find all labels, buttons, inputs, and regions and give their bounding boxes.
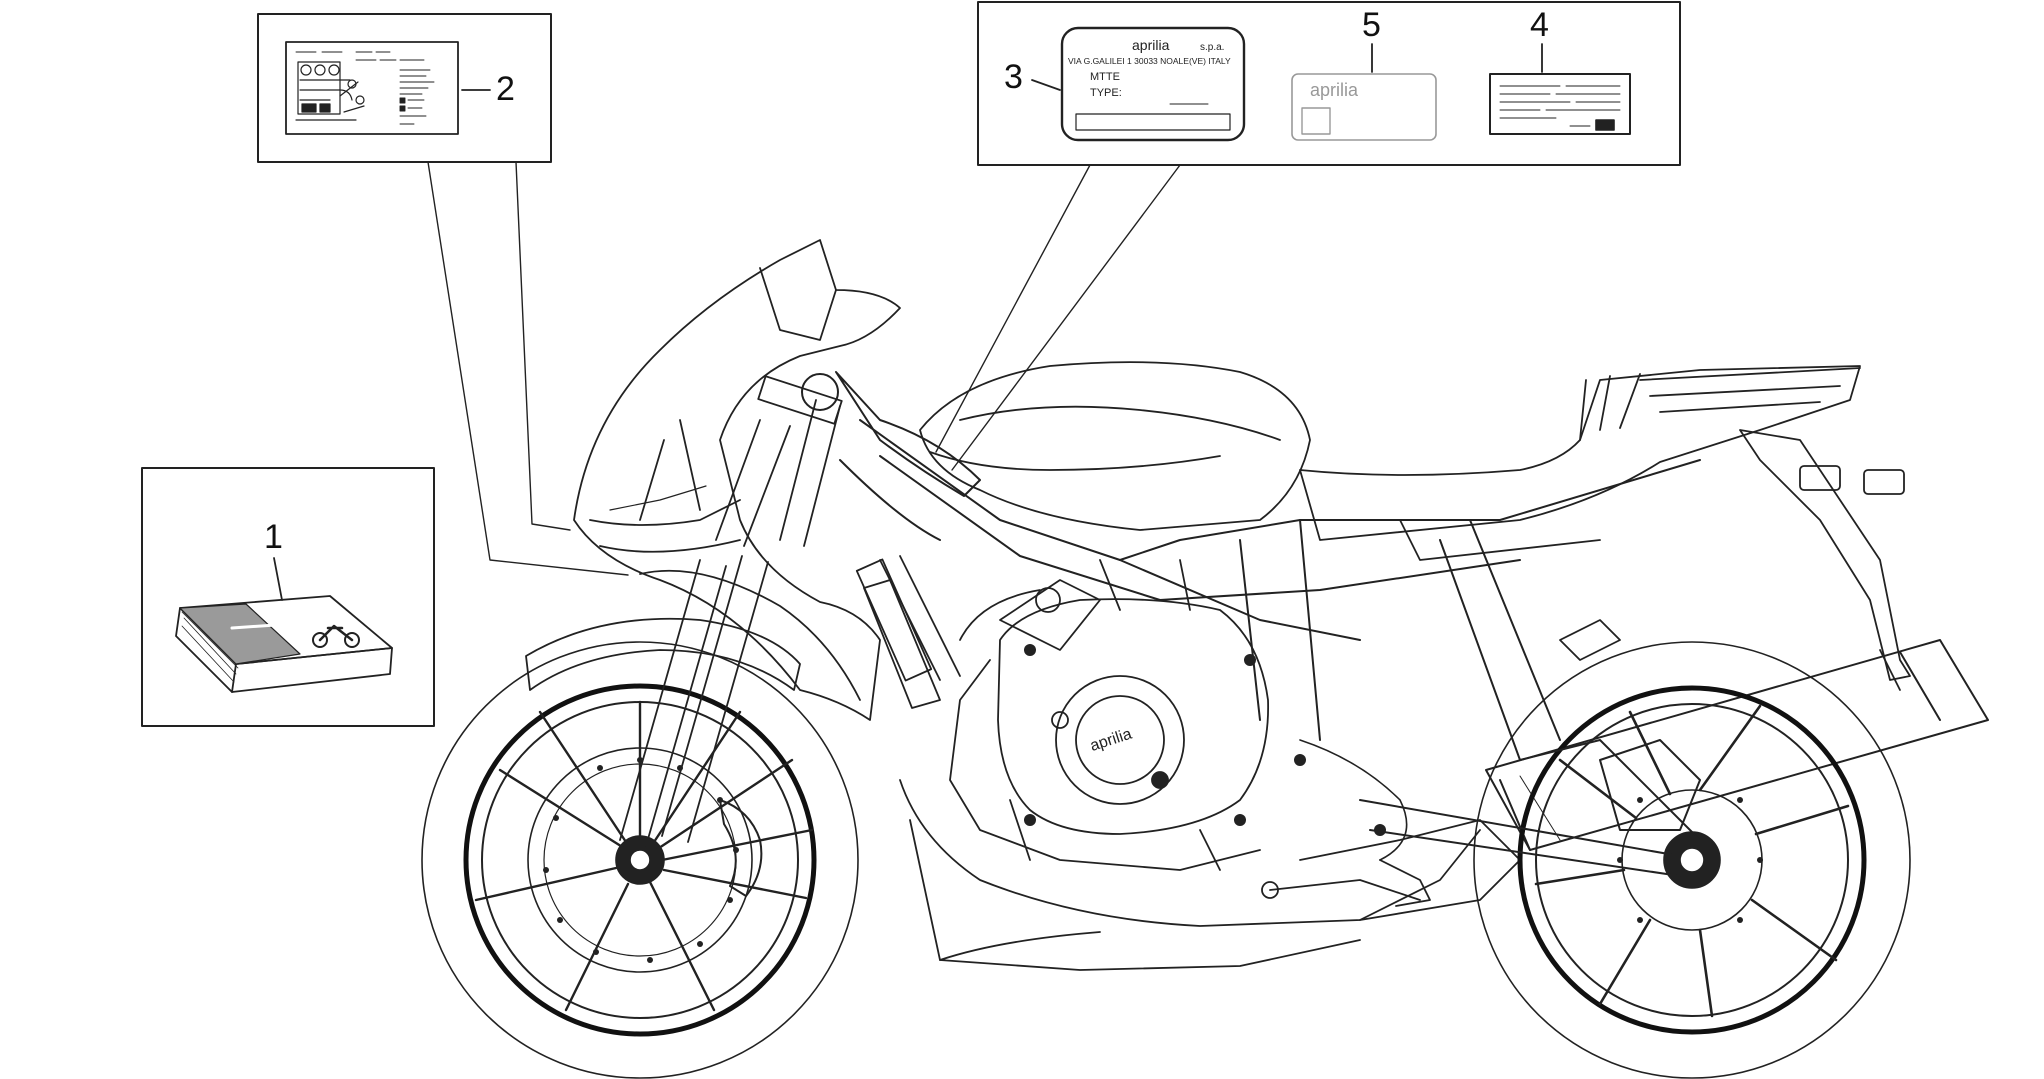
diagram-label-text-lines — [295, 51, 435, 125]
callout-number-5: 5 — [1362, 6, 1381, 44]
label5-brand: aprilia — [1310, 80, 1359, 100]
tail-hanger — [1739, 429, 1911, 691]
callout-number-3: 3 — [1004, 58, 1023, 96]
plate-mtte: MTTE — [1090, 71, 1120, 83]
frame — [859, 419, 1701, 761]
plate-address: VIA G.GALILEI 1 30033 NOALE(VE) ITALY — [1068, 56, 1231, 66]
plate-suffix: s.p.a. — [1200, 42, 1224, 53]
callout-leader-3 — [1031, 79, 1061, 91]
callout-leader-1 — [273, 557, 283, 601]
front-fairing — [573, 239, 901, 721]
leader-line-2b — [515, 161, 571, 531]
leader-line-2a — [427, 161, 629, 576]
engine: aprilia — [949, 559, 1408, 871]
plate-brand: aprilia — [1132, 37, 1170, 53]
rear-wheel-spokes — [1534, 704, 1850, 1018]
swingarm — [1359, 739, 1701, 877]
inset-box-owner-manual: 1 — [141, 467, 435, 727]
aprilia-label: aprilia — [1291, 73, 1437, 141]
callout-number-1: 1 — [264, 518, 283, 556]
owner-manual-book — [175, 595, 393, 693]
warning-label — [1489, 73, 1631, 135]
rear-wheel — [1473, 641, 1911, 1079]
engine-brand: aprilia — [1088, 726, 1134, 755]
belly-pan-exhaust — [899, 779, 1521, 971]
fuel-tank — [919, 361, 1311, 531]
inset-box-diagram-label: 2 — [257, 13, 629, 576]
diagram-label-sheet — [285, 41, 459, 135]
handlebar — [801, 371, 981, 541]
callout-number-4: 4 — [1530, 6, 1549, 44]
footpegs — [1261, 619, 1621, 907]
rear-caliper — [1599, 739, 1701, 831]
front-fender — [525, 617, 801, 691]
motorcycle-drawing: aprilia — [421, 239, 1989, 1079]
front-caliper — [719, 799, 763, 897]
plate-type: TYPE: — [1090, 87, 1122, 99]
leader-line-3b — [951, 164, 1181, 471]
callout-number-2: 2 — [496, 70, 515, 108]
identification-plate: aprilia s.p.a. VIA G.GALILEI 1 30033 NOA… — [1060, 26, 1246, 142]
leader-line-3a — [935, 164, 1091, 453]
seat-and-tail — [1299, 365, 1861, 561]
front-wheel — [421, 641, 859, 1079]
reservoir — [863, 579, 941, 709]
inset-box-labels: aprilia s.p.a. VIA G.GALILEI 1 30033 NOA… — [935, 1, 1681, 471]
silencer — [1485, 639, 1989, 851]
front-forks — [619, 375, 843, 847]
intake — [855, 555, 1101, 682]
diagram-label-schematic — [295, 61, 365, 121]
